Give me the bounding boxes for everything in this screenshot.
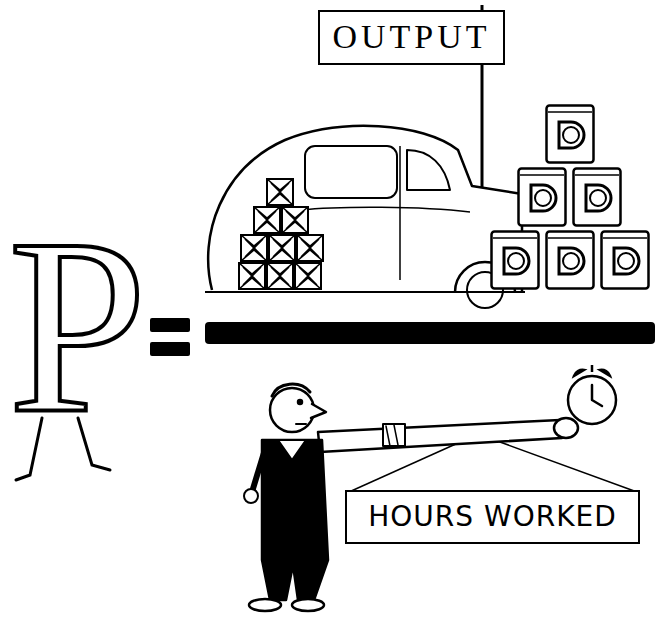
- car-drawing: [205, 126, 525, 308]
- worker-figure-part: [296, 423, 306, 425]
- equals-sign: [150, 318, 190, 356]
- sign-text: HOURS WORKED: [368, 500, 617, 534]
- worker-figure-part: [272, 384, 310, 396]
- crate-stack: [239, 179, 323, 289]
- car-drawing-part: [407, 150, 450, 190]
- alarm-clock: [554, 365, 616, 438]
- sign-post-part: [481, 55, 484, 200]
- crate-stack-part: [254, 207, 280, 233]
- worker-figure-part: [262, 440, 328, 600]
- crate-stack-part: [269, 235, 295, 261]
- alarm-clock-part: [554, 418, 578, 438]
- sign-text: OUTPUT: [332, 17, 490, 58]
- worker-figure-part: [278, 440, 306, 460]
- hours-sign: HOURS WORKED: [345, 490, 640, 544]
- car-drawing-part: [399, 146, 401, 280]
- crate-stack-part: [241, 235, 267, 261]
- crate-stack-part: [267, 179, 293, 205]
- worker-figure-part: [249, 599, 281, 611]
- output-sign: OUTPUT: [318, 10, 505, 65]
- alarm-clock-part: [591, 365, 594, 372]
- can-stack-part: [574, 169, 621, 226]
- can-stack: [492, 106, 649, 289]
- alarm-clock-part: [592, 385, 602, 406]
- worker-figure-part: [292, 599, 324, 611]
- worker-figure-part: [311, 404, 326, 418]
- worker-figure-part: [252, 446, 266, 492]
- crate-stack-part: [297, 235, 323, 261]
- productivity-letter: P: [8, 201, 147, 451]
- car-drawing-part: [208, 126, 522, 292]
- car-drawing-part: [305, 146, 397, 198]
- crate-stack-part: [239, 263, 265, 289]
- can-stack-part: [602, 232, 649, 289]
- car-drawing-part: [205, 291, 525, 293]
- alarm-clock-part: [568, 376, 616, 424]
- can-stack-part: [492, 232, 539, 289]
- alarm-clock-part: [574, 370, 584, 376]
- worker-figure-part: [244, 489, 258, 503]
- can-stack-part: [519, 169, 566, 226]
- can-stack-part: [547, 106, 594, 163]
- crate-stack-part: [282, 207, 308, 233]
- equals-sign-part: [150, 342, 190, 356]
- crate-stack-part: [295, 263, 321, 289]
- car-drawing-part: [300, 207, 470, 212]
- worker-figure-part: [318, 420, 562, 452]
- worker-figure-part: [383, 424, 405, 446]
- worker-figure-part: [298, 400, 302, 404]
- equals-sign-part: [150, 318, 190, 332]
- worker-figure-part: [270, 388, 314, 432]
- crate-stack-part: [267, 263, 293, 289]
- can-stack-part: [547, 232, 594, 289]
- fraction-bar: [205, 322, 655, 344]
- worker-figure-part: [386, 425, 398, 446]
- alarm-clock-part: [600, 370, 610, 376]
